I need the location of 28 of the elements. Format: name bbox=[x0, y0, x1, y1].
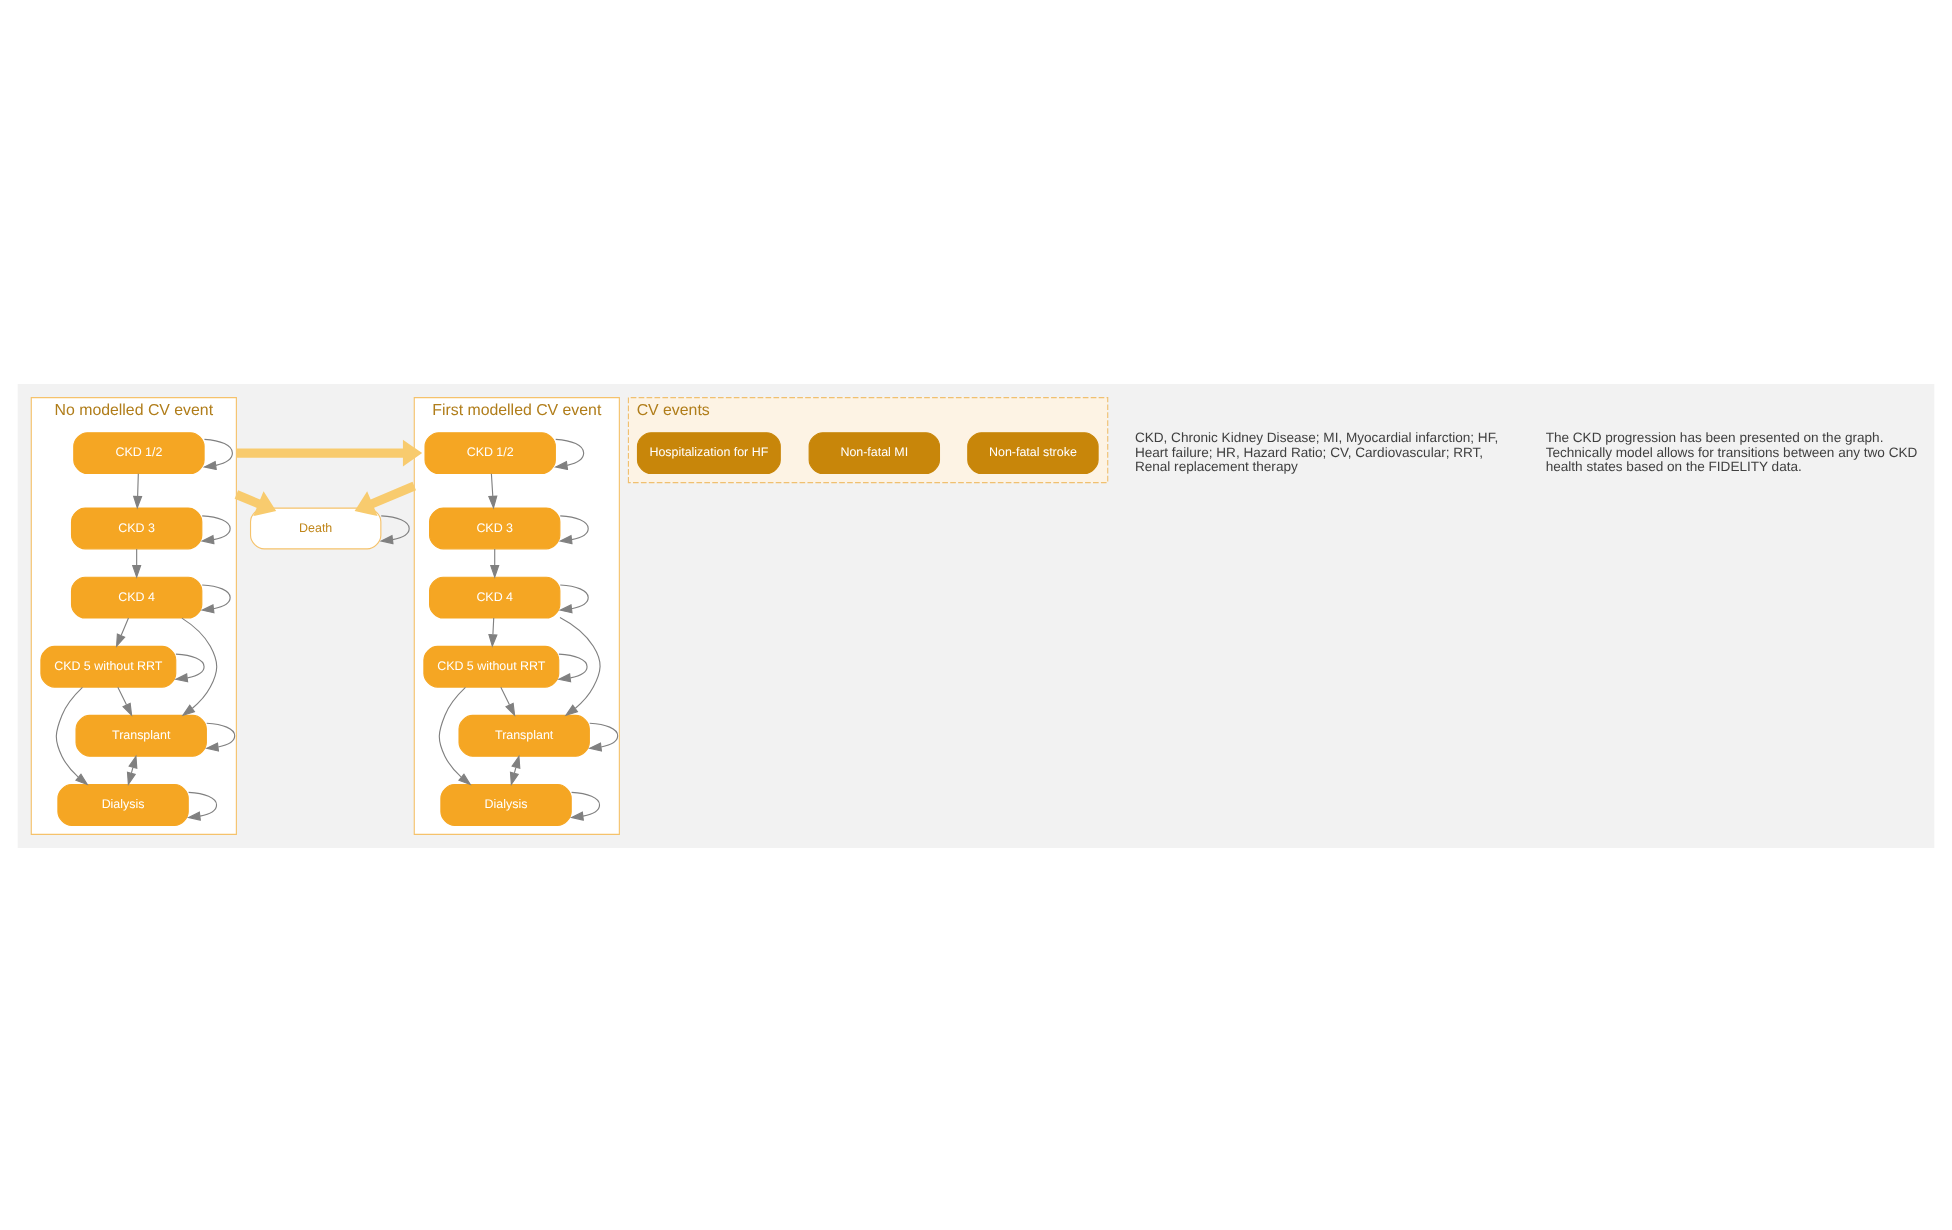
arrow bbox=[205, 721, 236, 751]
arrow bbox=[117, 685, 133, 716]
arrow bbox=[588, 721, 619, 751]
arrow bbox=[488, 472, 498, 509]
arrow bbox=[379, 514, 410, 544]
arrow bbox=[55, 685, 89, 785]
arrow bbox=[559, 615, 601, 716]
arrow bbox=[236, 438, 423, 466]
arrow bbox=[500, 685, 516, 716]
arrow bbox=[488, 616, 498, 647]
arrow bbox=[181, 616, 218, 716]
arrow bbox=[186, 790, 218, 820]
arrow bbox=[132, 472, 143, 509]
arrow bbox=[202, 437, 233, 470]
arrow bbox=[234, 489, 277, 516]
arrow bbox=[200, 514, 231, 544]
arrow bbox=[558, 583, 589, 613]
arrow bbox=[200, 583, 231, 613]
arrow bbox=[174, 652, 205, 682]
arrow bbox=[115, 616, 130, 647]
arrow bbox=[509, 753, 521, 785]
arrow bbox=[557, 652, 588, 682]
arrow bbox=[558, 514, 589, 544]
arrow bbox=[569, 790, 601, 820]
arrow bbox=[554, 437, 585, 470]
arrow bbox=[438, 685, 472, 785]
arrow bbox=[354, 480, 416, 515]
arrow bbox=[126, 753, 138, 785]
